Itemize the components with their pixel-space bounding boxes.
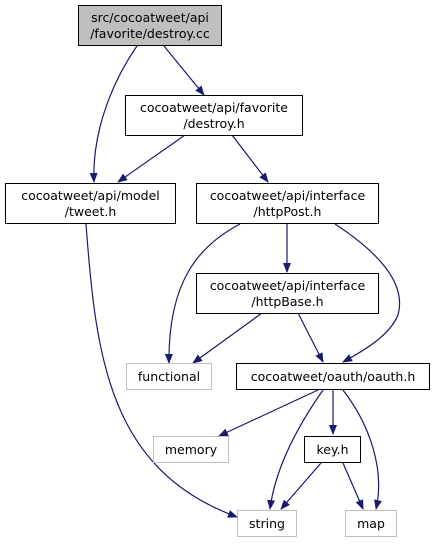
node-tweet-h[interactable]: cocoatweet/api/model /tweet.h [5,183,176,224]
edge-key-h-to-string [280,462,322,510]
node-map-label: map [357,515,385,531]
edge-root-to-tweet-h [89,45,138,183]
edge-oauth-h-to-map [342,389,382,510]
node-tweet-h-line1: cocoatweet/api/model [21,187,160,203]
node-tweet-h-line2: /tweet.h [64,203,117,219]
node-string-label: string [249,515,285,531]
node-root-destroy-cc[interactable]: src/cocoatweet/api /favorite/destroy.cc [78,5,222,46]
node-httppost-h-line2: /httpPost.h [253,203,322,219]
edge-tweet-h-to-string [85,223,238,518]
edge-httppost-h-to-oauth-h [334,223,401,363]
node-oauth-h[interactable]: cocoatweet/oauth/oauth.h [236,363,430,390]
edge-destroy-h-to-httppost-h [231,134,269,183]
node-destroy-h[interactable]: cocoatweet/api/favorite /destroy.h [125,95,303,136]
node-httppost-h-line1: cocoatweet/api/interface [209,187,366,203]
node-functional[interactable]: functional [126,363,212,390]
edge-httpbase-h-to-functional [192,312,263,364]
node-httppost-h[interactable]: cocoatweet/api/interface /httpPost.h [196,183,379,224]
node-key-h-label: key.h [316,441,349,457]
node-memory-label: memory [164,441,218,457]
node-oauth-h-label: cocoatweet/oauth/oauth.h [250,368,416,384]
edge-httpbase-h-to-oauth-h [297,312,324,363]
node-destroy-h-line1: cocoatweet/api/favorite [140,99,288,115]
node-functional-label: functional [137,368,201,384]
edge-key-h-to-map [342,462,364,510]
edge-oauth-h-to-string [267,389,324,510]
node-httpbase-h[interactable]: cocoatweet/api/interface /httpBase.h [196,273,379,314]
edge-oauth-h-to-memory [218,389,319,437]
node-destroy-h-line2: /destroy.h [183,115,245,131]
node-httpbase-h-line1: cocoatweet/api/interface [209,277,366,293]
edge-httppost-h-to-functional [164,223,241,364]
node-root-line2: /favorite/destroy.cc [90,25,210,41]
node-string[interactable]: string [237,510,297,537]
node-root-line1: src/cocoatweet/api [91,9,209,25]
node-httpbase-h-line2: /httpBase.h [251,293,324,309]
node-map[interactable]: map [345,510,397,537]
edge-root-to-destroy-h [163,45,205,96]
node-key-h[interactable]: key.h [304,436,361,463]
node-memory[interactable]: memory [153,436,229,463]
edge-destroy-h-to-tweet-h [117,134,186,183]
